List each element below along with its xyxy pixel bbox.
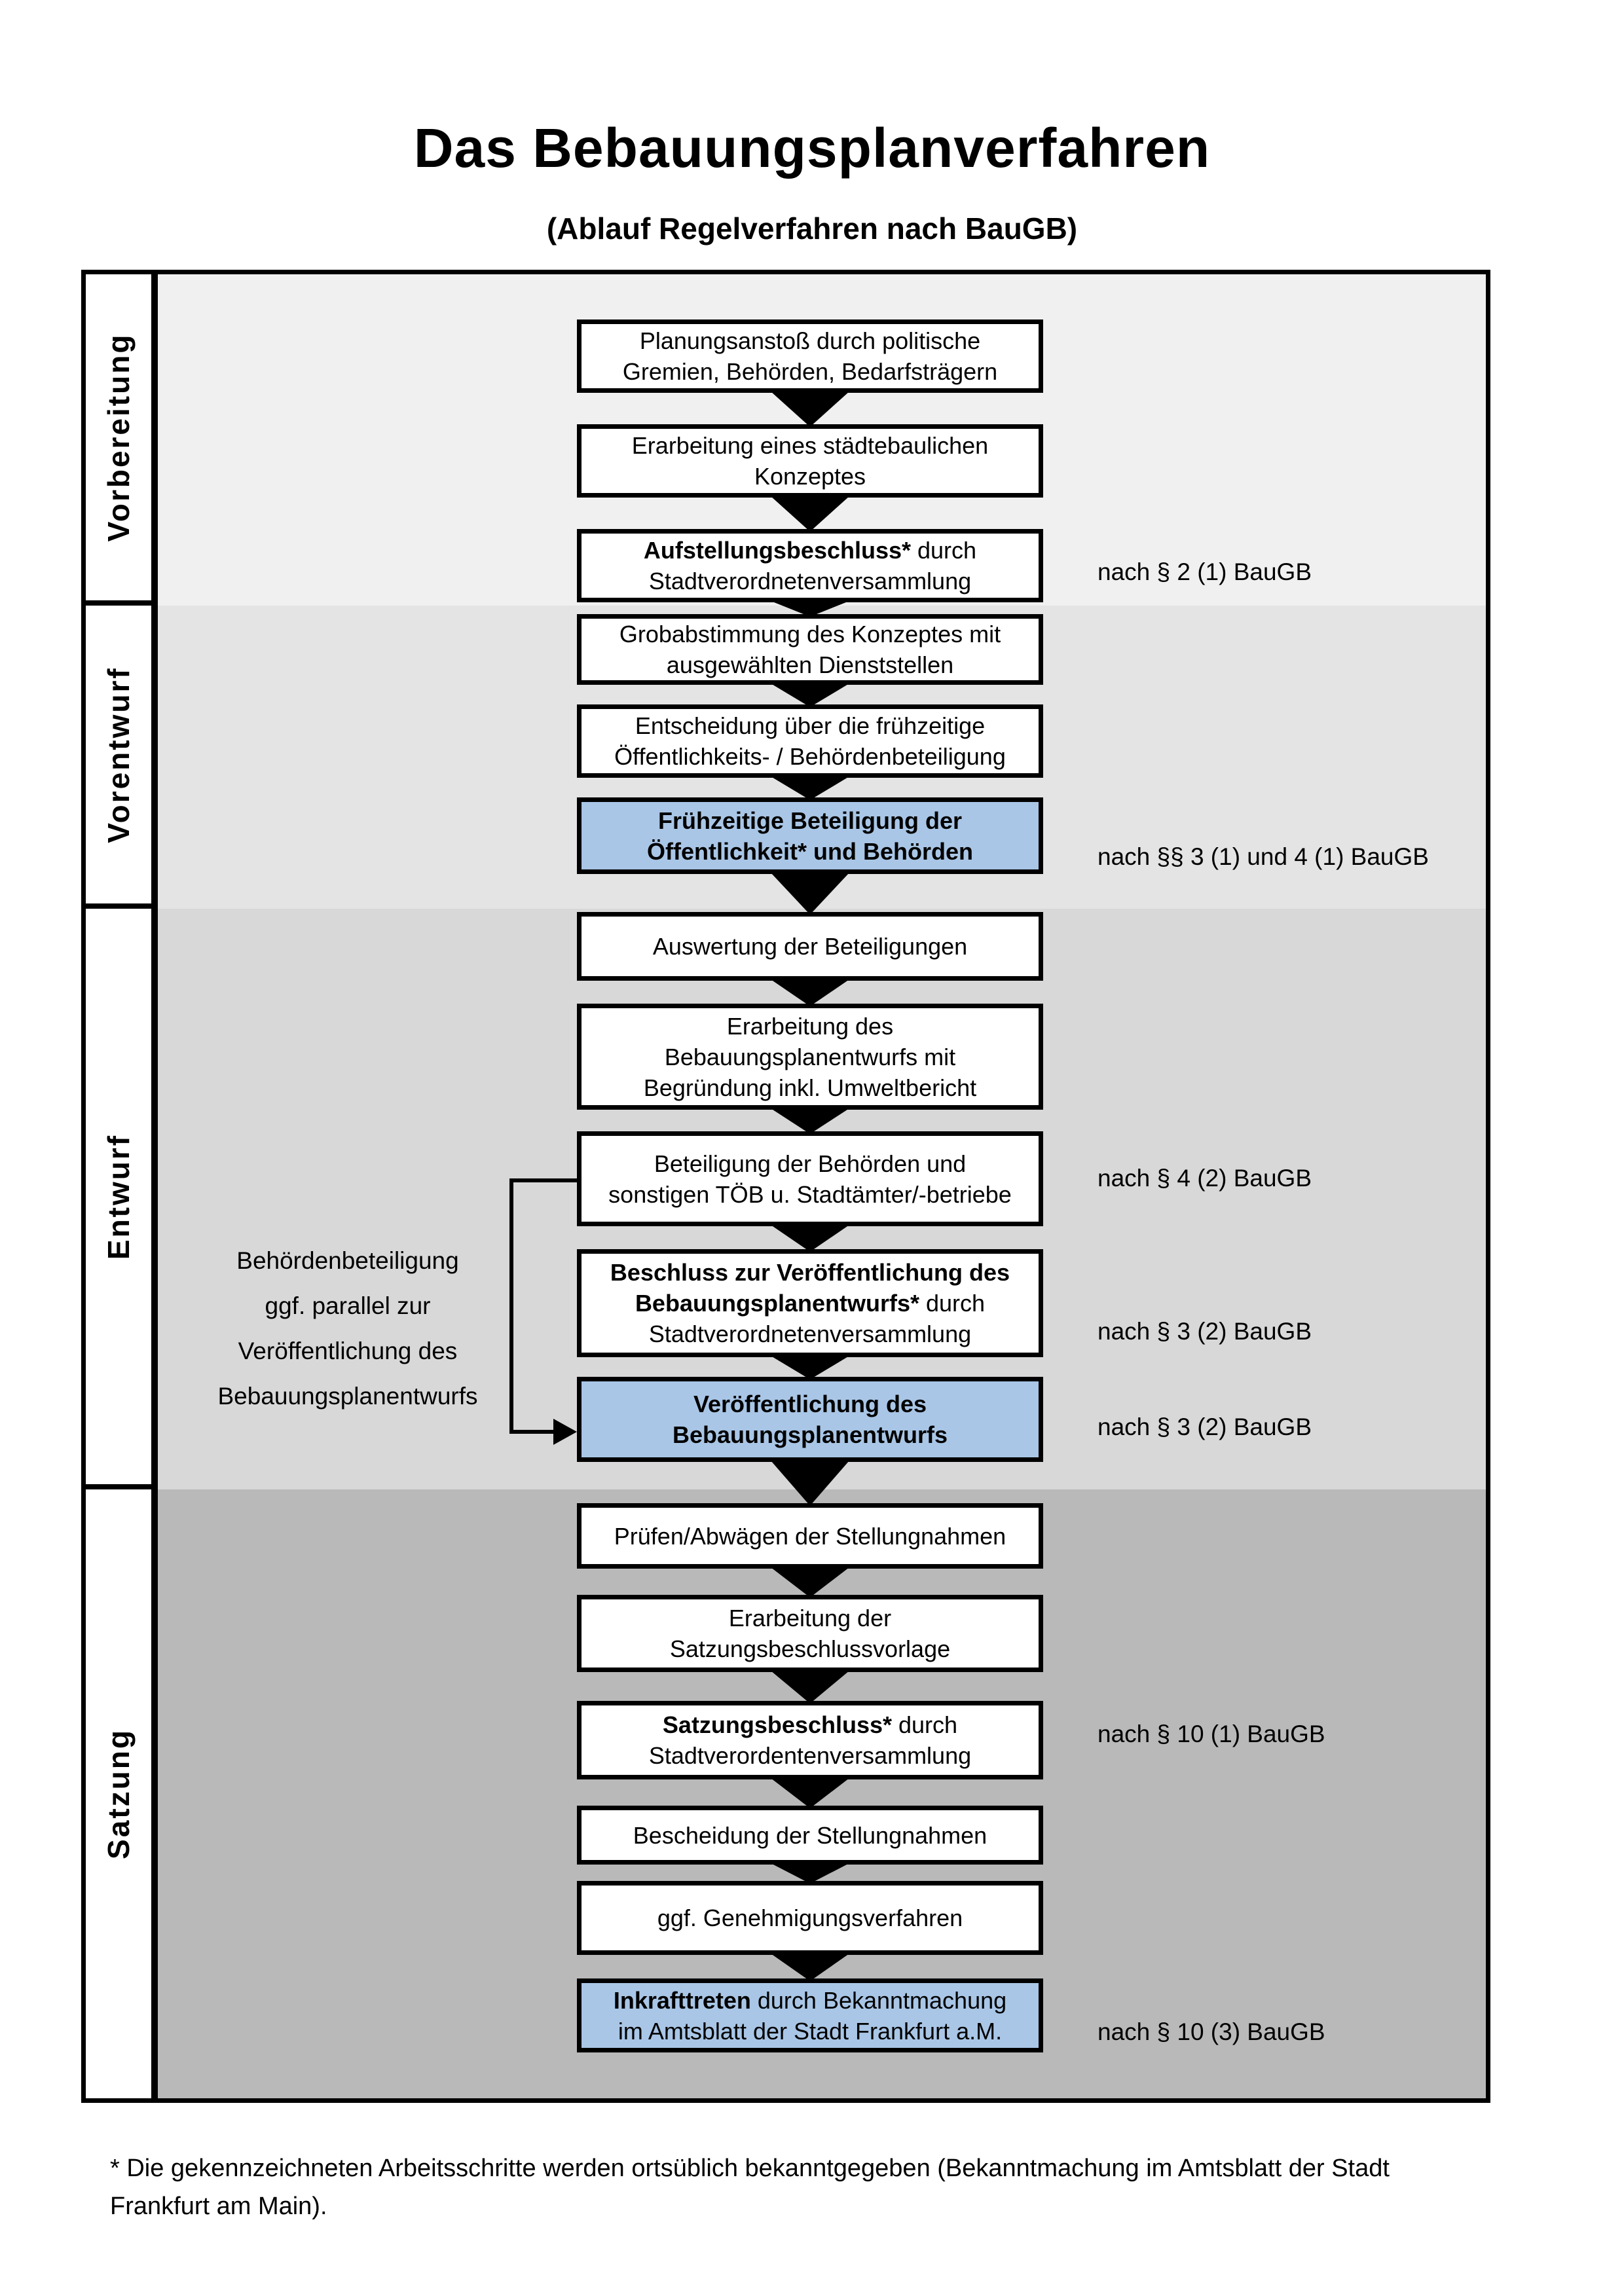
phase-cell-entwurf: Entwurf xyxy=(86,909,151,1489)
flow-box-text-bold: Inkrafttreten xyxy=(613,1986,751,2014)
flow-box-text-bold: Aufstellungsbeschluss* xyxy=(643,537,912,564)
law-reference: nach § 10 (3) BauGB xyxy=(1098,2018,1325,2045)
flow-box-text: Auswertung der Beteiligungen xyxy=(652,933,968,960)
law-reference: nach § 10 (1) BauGB xyxy=(1098,1721,1325,1747)
footnote: * Die gekennzeichneten Arbeitsschritte w… xyxy=(110,2155,1390,2220)
flow-box-text: Erarbeitung eines städtebaulichen Konzep… xyxy=(631,432,989,490)
flow-box-satzungsbeschluss: Satzungsbeschluss* durch Stadtverordente… xyxy=(577,1701,1043,1779)
connector-line-bottom xyxy=(509,1430,555,1434)
flow-box-veroeffentlichung-entwurf: Veröffentlichung des Bebauungsplanentwur… xyxy=(577,1377,1043,1462)
phase-label-satzung: Satzung xyxy=(101,1728,136,1859)
flow-box-genehmigungsverfahren: ggf. Genehmigungsverfahren xyxy=(577,1881,1043,1955)
flow-box-staedtebauliches-konzept: Erarbeitung eines städtebaulichen Konzep… xyxy=(577,424,1043,498)
law-reference: nach § 3 (2) BauGB xyxy=(1098,1318,1312,1345)
flow-box-text: Erarbeitung des Bebauungsplanentwurfs mi… xyxy=(643,1012,977,1101)
law-reference: nach §§ 3 (1) und 4 (1) BauGB xyxy=(1098,843,1429,870)
flow-box-entscheidung-fruehzeitige-beteiligung: Entscheidung über die frühzeitige Öffent… xyxy=(577,704,1043,778)
phase-label-vorbereitung: Vorbereitung xyxy=(101,333,136,542)
page-title: Das Bebauungsplanverfahren xyxy=(413,117,1211,179)
flow-box-text-bold: Veröffentlichung des Bebauungsplanentwur… xyxy=(672,1391,948,1448)
flow-box-text: Prüfen/Abwägen der Stellungnahmen xyxy=(614,1522,1006,1550)
flow-box-satzungsbeschlussvorlage: Erarbeitung der Satzungsbeschlussvorlage xyxy=(577,1595,1043,1672)
flow-box-text-bold: Frühzeitige Beteiligung der Öffentlichke… xyxy=(646,807,974,865)
flow-box-auswertung-beteiligungen: Auswertung der Beteiligungen xyxy=(577,912,1043,981)
flow-box-text-bold: Beschluss zur Veröffentlichung des Bebau… xyxy=(610,1259,1010,1317)
flow-box-text: Erarbeitung der Satzungsbeschlussvorlage xyxy=(669,1605,951,1662)
flow-box-pruefen-abwaegen: Prüfen/Abwägen der Stellungnahmen xyxy=(577,1503,1043,1569)
flow-box-fruehzeitige-beteiligung: Frühzeitige Beteiligung der Öffentlichke… xyxy=(577,797,1043,874)
flow-box-behoerdenbeteiligung-toeb: Beteiligung der Behörden und sonstigen T… xyxy=(577,1131,1043,1226)
flow-box-text: durch Bekanntmachung im Amtsblatt der St… xyxy=(618,1986,1007,2045)
flow-box-text-bold: Satzungsbeschluss* xyxy=(662,1711,893,1738)
connector-line-top xyxy=(509,1178,577,1182)
flow-box-text: ggf. Genehmigungsverfahren xyxy=(657,1904,963,1931)
flow-box-inkrafttreten: Inkrafttreten durch Bekanntmachung im Am… xyxy=(577,1978,1043,2052)
phase-cell-vorbereitung: Vorbereitung xyxy=(86,274,151,606)
flowchart-canvas: Vorbereitung Vorentwurf Entwurf Satzung … xyxy=(86,274,1486,2098)
phase-label-entwurf: Entwurf xyxy=(101,1133,136,1260)
side-note-behoerdenbeteiligung: Behördenbeteiligung ggf. parallel zur Ve… xyxy=(217,1247,478,1410)
flow-box-text: Grobabstimmung des Konzeptes mit ausgewä… xyxy=(619,621,1001,678)
flow-box-text: durch Stadtverordnetenversammlung xyxy=(648,1290,986,1347)
flowchart-frame: Vorbereitung Vorentwurf Entwurf Satzung … xyxy=(81,270,1490,2103)
flow-box-text: durch Stadtverordentenversammlung xyxy=(648,1711,972,1769)
flow-box-text: Beteiligung der Behörden und sonstigen T… xyxy=(608,1150,1012,1208)
phase-label-vorentwurf: Vorentwurf xyxy=(101,666,136,843)
law-reference: nach § 3 (2) BauGB xyxy=(1098,1413,1312,1440)
flow-box-erarbeitung-entwurf: Erarbeitung des Bebauungsplanentwurfs mi… xyxy=(577,1004,1043,1110)
law-reference: nach § 4 (2) BauGB xyxy=(1098,1165,1312,1192)
connector-line-vertical xyxy=(509,1178,513,1434)
flow-box-text: Planungsanstoß durch politische Gremien,… xyxy=(622,327,998,385)
flow-box-grobabstimmung: Grobabstimmung des Konzeptes mit ausgewä… xyxy=(577,614,1043,685)
phase-cell-vorentwurf: Vorentwurf xyxy=(86,606,151,909)
flow-box-text: Entscheidung über die frühzeitige Öffent… xyxy=(614,712,1006,770)
phase-cell-satzung: Satzung xyxy=(86,1489,151,2098)
flow-box-text: durch Stadtverordnetenversammlung xyxy=(648,537,977,594)
page-subtitle: (Ablauf Regelverfahren nach BauGB) xyxy=(546,211,1078,246)
flow-box-text: Bescheidung der Stellungnahmen xyxy=(633,1821,987,1849)
phase-sidebar: Vorbereitung Vorentwurf Entwurf Satzung xyxy=(86,274,158,2098)
flow-box-planungsanstoss: Planungsanstoß durch politische Gremien,… xyxy=(577,319,1043,393)
law-reference: nach § 2 (1) BauGB xyxy=(1098,558,1312,585)
flow-box-aufstellungsbeschluss: Aufstellungsbeschluss* durch Stadtverord… xyxy=(577,529,1043,602)
flow-box-beschluss-veroeffentlichung: Beschluss zur Veröffentlichung des Bebau… xyxy=(577,1249,1043,1357)
flow-box-bescheidung-stellungnahmen: Bescheidung der Stellungnahmen xyxy=(577,1806,1043,1865)
